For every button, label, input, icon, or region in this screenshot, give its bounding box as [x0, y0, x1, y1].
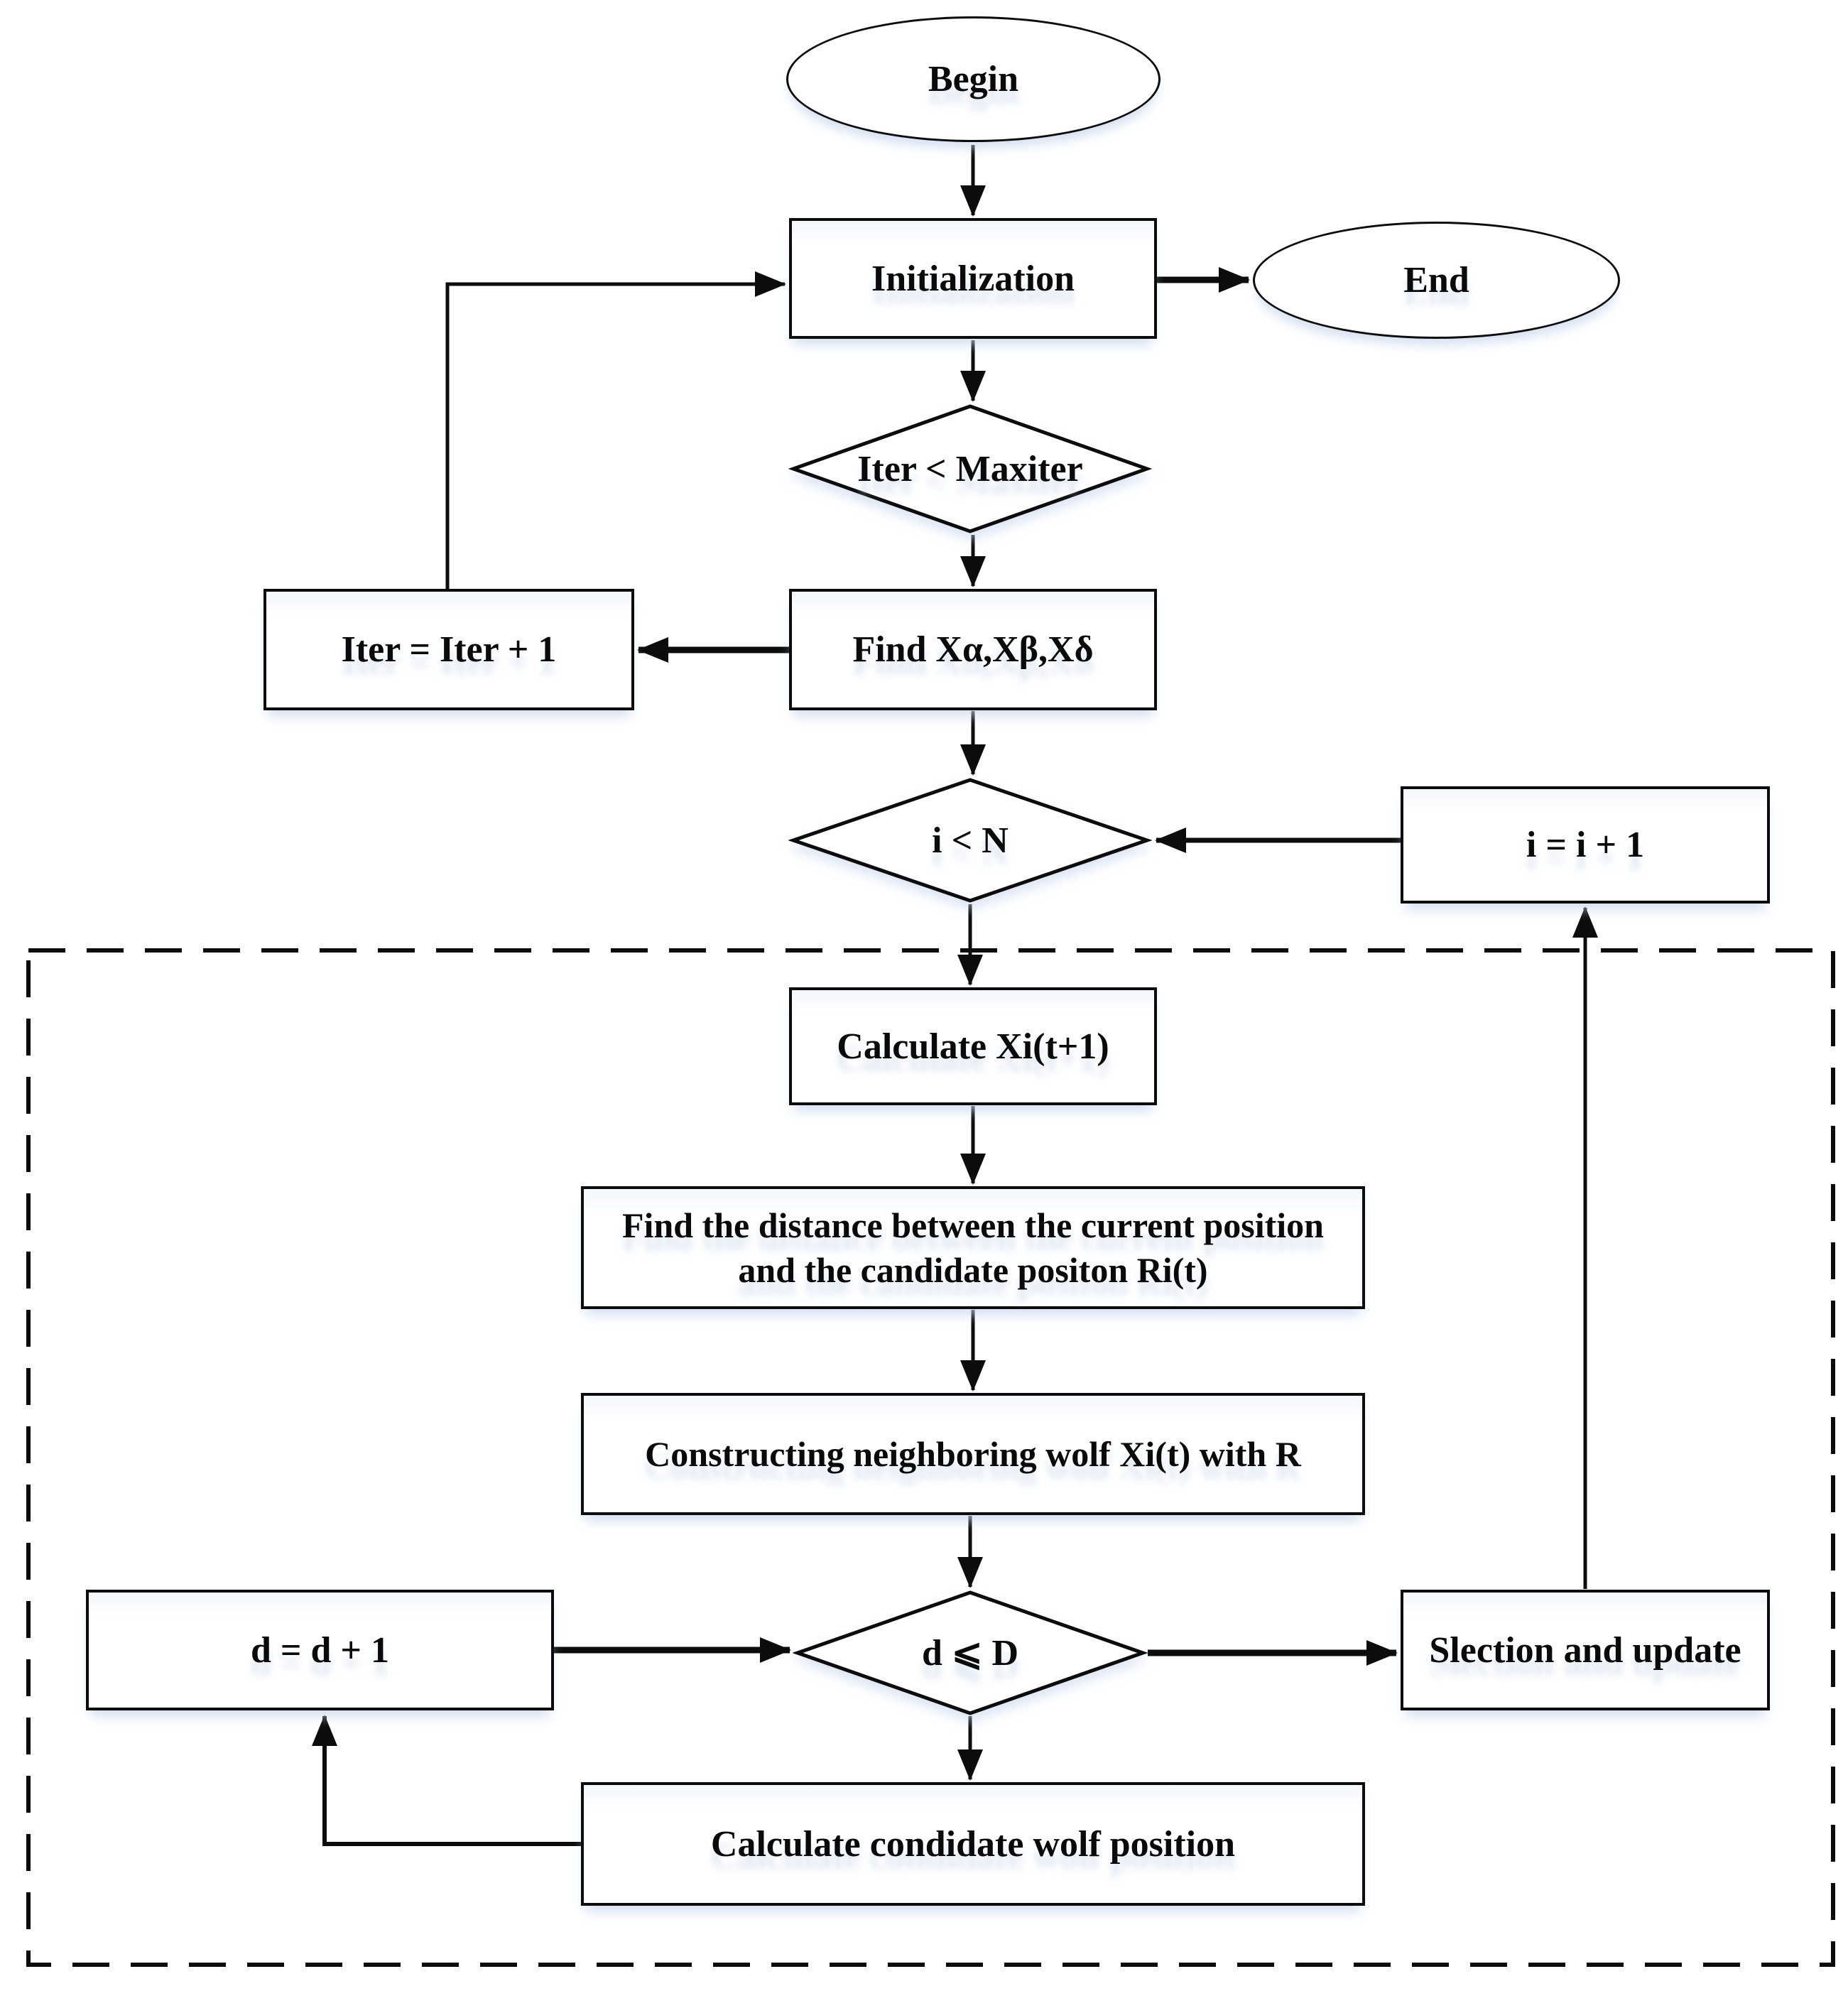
node-constructing: Constructing neighboring wolf Xi(t) with… [581, 1393, 1365, 1515]
node-initialization: Initialization [789, 218, 1157, 339]
node-d-check-label: d ⩽ D [921, 1633, 1019, 1673]
connector-iter-increment-initialization [445, 271, 786, 589]
node-i-increment: i = i + 1 [1401, 786, 1770, 904]
node-find-distance-line2: and the candidate positon Ri(t) [738, 1249, 1208, 1290]
node-find-leaders-label: Find Xα,Xβ,Xδ [852, 629, 1094, 670]
node-selection-update: Slection and update [1401, 1590, 1770, 1710]
node-d-increment: d = d + 1 [86, 1590, 554, 1710]
node-find-distance-line1: Find the distance between the current po… [622, 1205, 1324, 1245]
node-calculate-candidate-label: Calculate condidate wolf position [710, 1823, 1236, 1865]
node-calculate-candidate: Calculate condidate wolf position [581, 1782, 1365, 1906]
iter-check-diamond-shape [788, 404, 1152, 533]
node-find-distance: Find the distance between the current po… [581, 1186, 1365, 1309]
node-iter-increment-label: Iter = Iter + 1 [341, 629, 557, 670]
node-begin: Begin [786, 16, 1161, 142]
node-i-check: i < N [788, 777, 1152, 904]
node-selection-update-label: Slection and update [1429, 1629, 1741, 1671]
loop-boundary-dashed-box [26, 948, 1835, 1967]
node-d-check: d ⩽ D [793, 1590, 1148, 1716]
node-find-leaders: Find Xα,Xβ,Xδ [789, 589, 1157, 710]
node-constructing-label: Constructing neighboring wolf Xi(t) with… [645, 1433, 1301, 1474]
node-initialization-label: Initialization [871, 258, 1075, 299]
node-end-label: End [1403, 260, 1469, 300]
node-calculate-xi: Calculate Xi(t+1) [789, 987, 1157, 1105]
node-d-increment-label: d = d + 1 [250, 1629, 390, 1671]
node-iter-check-label: Iter < Maxiter [857, 448, 1083, 489]
d-check-diamond-shape [793, 1590, 1148, 1715]
node-end: End [1253, 222, 1620, 339]
node-calculate-xi-label: Calculate Xi(t+1) [837, 1026, 1109, 1067]
node-find-distance-label: Find the distance between the current po… [622, 1203, 1324, 1292]
node-i-check-label: i < N [932, 820, 1009, 861]
node-iter-increment: Iter = Iter + 1 [263, 589, 634, 710]
node-iter-check: Iter < Maxiter [788, 403, 1152, 534]
i-check-diamond-shape [788, 778, 1152, 903]
node-begin-label: Begin [928, 59, 1019, 99]
connector-calculate-candidate-d-increment [312, 1715, 581, 1846]
node-i-increment-label: i = i + 1 [1526, 825, 1645, 865]
